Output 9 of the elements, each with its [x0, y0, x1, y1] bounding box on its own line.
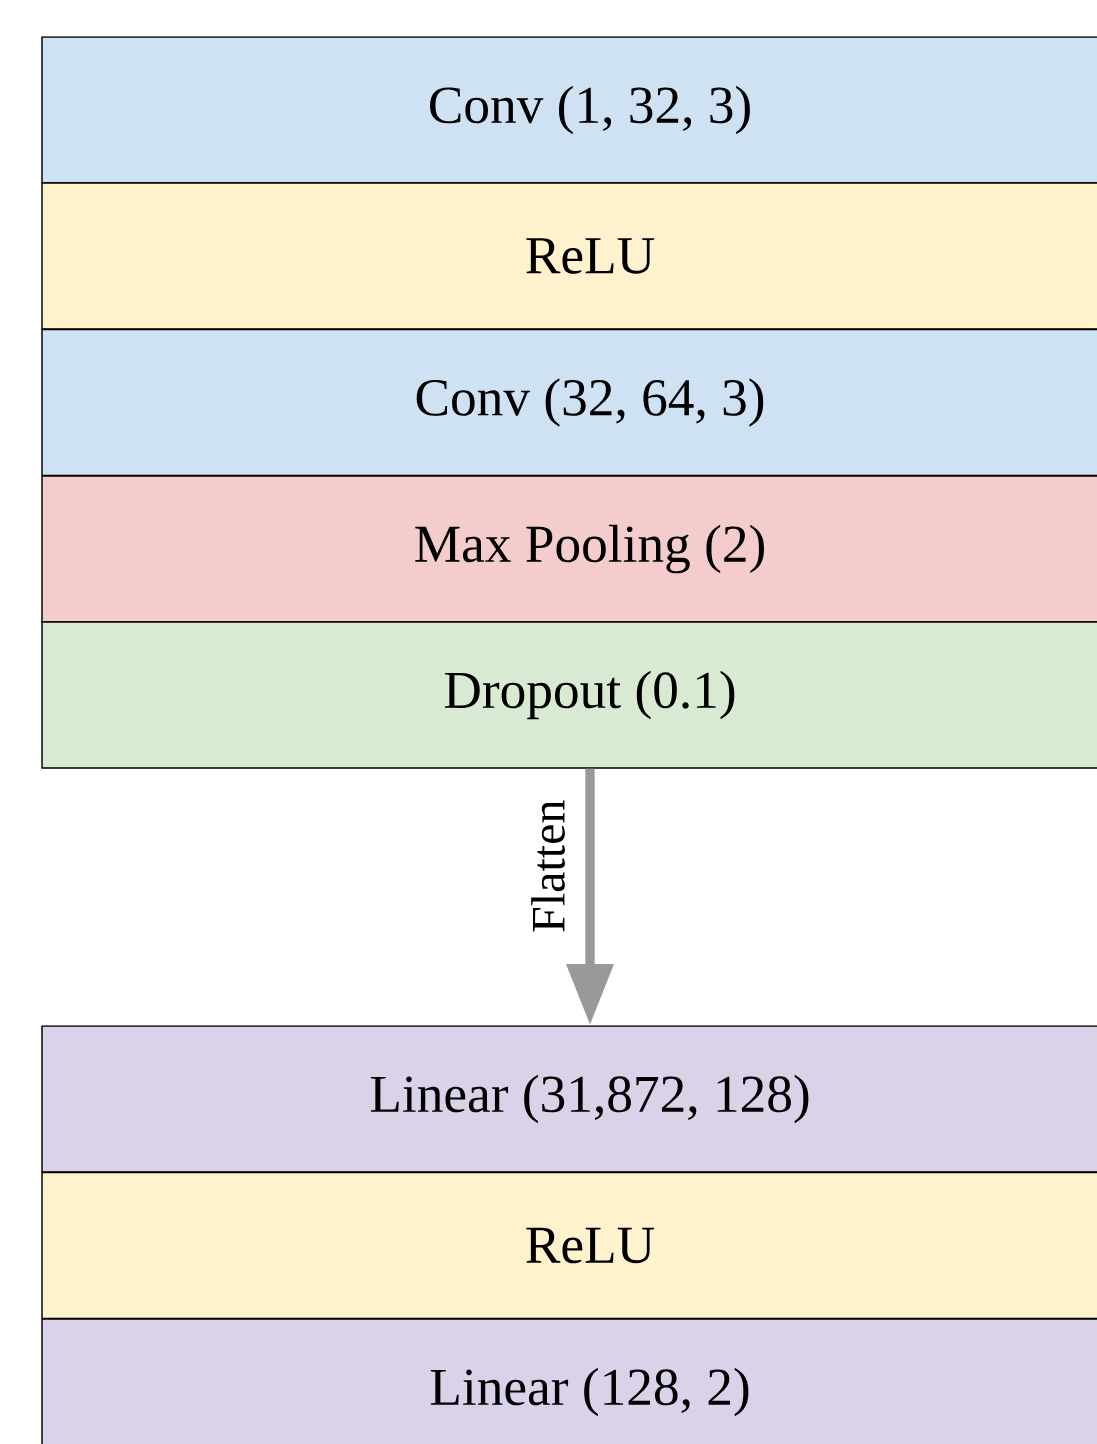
layer-box: Dropout (0.1) — [41, 621, 1097, 769]
edge-label: Flatten — [529, 798, 567, 935]
layer-box: Conv (1, 32, 3) — [41, 36, 1097, 184]
layer-box: Max Pooling (2) — [41, 475, 1097, 623]
layer-box: ReLU — [41, 182, 1097, 330]
layer-box: Linear (128, 2) — [41, 1318, 1097, 1444]
layer-box: Linear (31,872, 128) — [41, 1025, 1097, 1173]
layer-box: Conv (32, 64, 3) — [41, 328, 1097, 477]
layer-box: ReLU — [41, 1171, 1097, 1320]
